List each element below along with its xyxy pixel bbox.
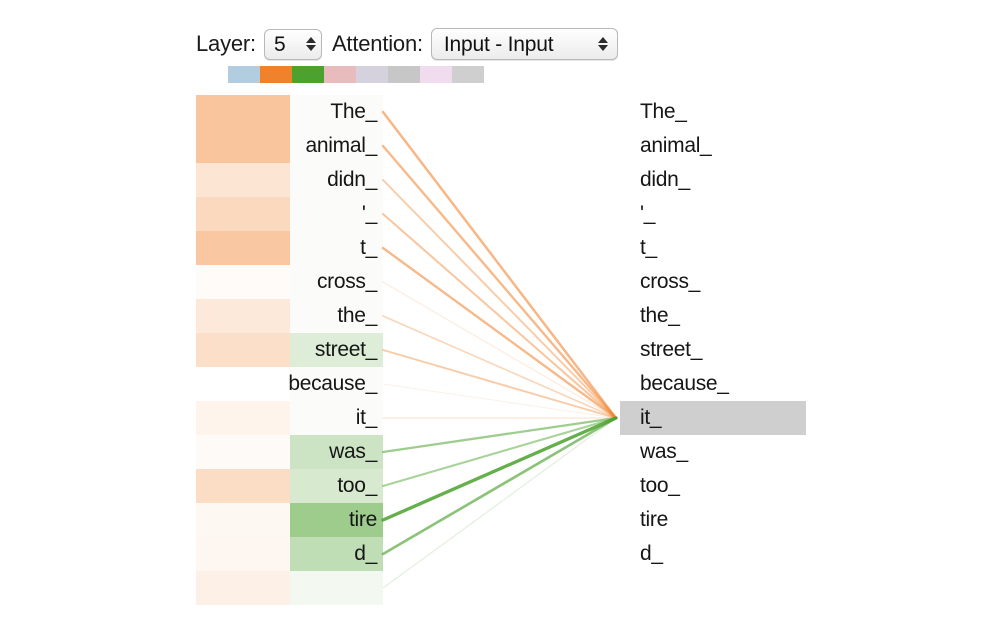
left-token-highlight — [290, 163, 383, 197]
head-swatch-head-6[interactable] — [388, 66, 420, 83]
right-token[interactable]: because_ — [640, 372, 729, 395]
left-token-highlight — [290, 503, 383, 537]
right-token[interactable]: it_ — [640, 406, 662, 429]
attention-line — [381, 144, 618, 420]
layer-label: Layer: — [196, 31, 256, 56]
attention-line — [382, 315, 617, 419]
attention-line — [381, 416, 618, 488]
left-token-highlight — [290, 469, 383, 503]
attention-line — [381, 246, 618, 420]
left-token-highlight — [290, 231, 383, 265]
left-token[interactable]: The_ — [330, 100, 377, 123]
attention-select[interactable]: Input - Input — [430, 28, 618, 60]
right-token[interactable]: The_ — [640, 100, 687, 123]
heat-cell — [196, 571, 290, 605]
left-token-highlight — [290, 197, 383, 231]
heat-cell — [196, 197, 290, 231]
attention-line — [381, 110, 618, 420]
right-token[interactable]: street_ — [640, 338, 703, 361]
left-token-highlight — [290, 571, 383, 605]
left-token-highlight — [290, 435, 383, 469]
attention-line — [381, 416, 618, 454]
left-token[interactable]: it_ — [355, 406, 378, 429]
left-token-highlight — [290, 367, 383, 401]
heat-cell — [196, 469, 290, 503]
left-token[interactable]: tire — [349, 508, 377, 531]
head-swatch-head-8[interactable] — [452, 66, 484, 83]
left-token[interactable]: street_ — [314, 338, 377, 361]
head-swatch-head-3[interactable] — [292, 66, 324, 83]
heat-cell — [196, 333, 290, 367]
left-token[interactable]: t_ — [360, 236, 377, 259]
left-token-highlight — [290, 95, 383, 129]
heat-cell — [196, 129, 290, 163]
attention-line — [381, 416, 618, 556]
right-token[interactable]: d_ — [640, 542, 663, 565]
right-token[interactable]: cross_ — [640, 270, 701, 293]
heat-cell — [196, 299, 290, 333]
right-token[interactable]: too_ — [640, 474, 680, 497]
left-token[interactable]: d_ — [354, 542, 377, 565]
right-token[interactable]: the_ — [640, 304, 680, 327]
head-swatch-bar — [228, 66, 484, 83]
attention-line — [381, 212, 618, 420]
heat-cell — [196, 367, 290, 401]
right-token[interactable]: animal_ — [640, 134, 712, 157]
layer-select[interactable]: 5 — [263, 28, 322, 60]
heat-cell — [196, 537, 290, 571]
left-token[interactable]: too_ — [337, 474, 377, 497]
heat-cell — [196, 163, 290, 197]
left-token-highlight — [290, 333, 383, 367]
right-token[interactable]: didn_ — [640, 168, 690, 191]
right-token[interactable]: t_ — [640, 236, 657, 259]
left-token-highlight — [290, 129, 383, 163]
head-swatch-head-7[interactable] — [420, 66, 452, 83]
right-token[interactable]: was_ — [640, 440, 688, 463]
control-bar: Layer: 5 Attention: Input - Input — [196, 27, 618, 61]
left-token[interactable]: animal_ — [305, 134, 378, 157]
attention-line — [382, 281, 617, 419]
heat-cell — [196, 95, 290, 129]
left-heatmap-column — [196, 95, 290, 605]
attention-label: Attention: — [331, 31, 423, 56]
attention-line — [381, 416, 618, 522]
head-swatch-head-1[interactable] — [228, 66, 260, 83]
head-swatch-head-4[interactable] — [324, 66, 356, 83]
left-token[interactable]: '_ — [361, 202, 377, 225]
attention-line — [382, 383, 617, 419]
attention-line — [382, 417, 617, 589]
heat-cell — [196, 503, 290, 537]
left-token[interactable]: cross_ — [316, 270, 377, 293]
right-token[interactable]: tire — [640, 508, 668, 531]
layer-select-value: 5 — [273, 32, 286, 56]
heat-cell — [196, 265, 290, 299]
left-token-highlight — [290, 401, 383, 435]
left-token-highlight — [290, 537, 383, 571]
attention-select-value: Input - Input — [443, 32, 554, 56]
left-token-column: The_ animal_ didn_ '_ t_ cross_ the_ street_bec… — [288, 95, 383, 605]
heat-cell — [196, 401, 290, 435]
left-token-highlight — [290, 299, 383, 333]
left-token[interactable]: the_ — [337, 304, 377, 327]
left-token[interactable]: was_ — [329, 440, 377, 463]
spinner-updown-icon[interactable] — [597, 37, 608, 51]
heat-cell — [196, 231, 290, 265]
right-token-column: The_ animal_ didn_ '_ t_ cross_ the_ street_bec… — [620, 95, 806, 605]
right-token[interactable]: '_ — [640, 202, 656, 225]
attention-line — [382, 179, 617, 419]
left-token[interactable]: because_ — [288, 372, 377, 395]
left-token[interactable]: didn_ — [327, 168, 377, 191]
selected-token-highlight — [620, 401, 806, 435]
head-swatch-head-2[interactable] — [260, 66, 292, 83]
left-token-highlight — [290, 265, 383, 299]
attention-line — [382, 349, 617, 419]
spinner-updown-icon[interactable] — [305, 37, 316, 51]
head-swatch-head-5[interactable] — [356, 66, 388, 83]
heat-cell — [196, 435, 290, 469]
